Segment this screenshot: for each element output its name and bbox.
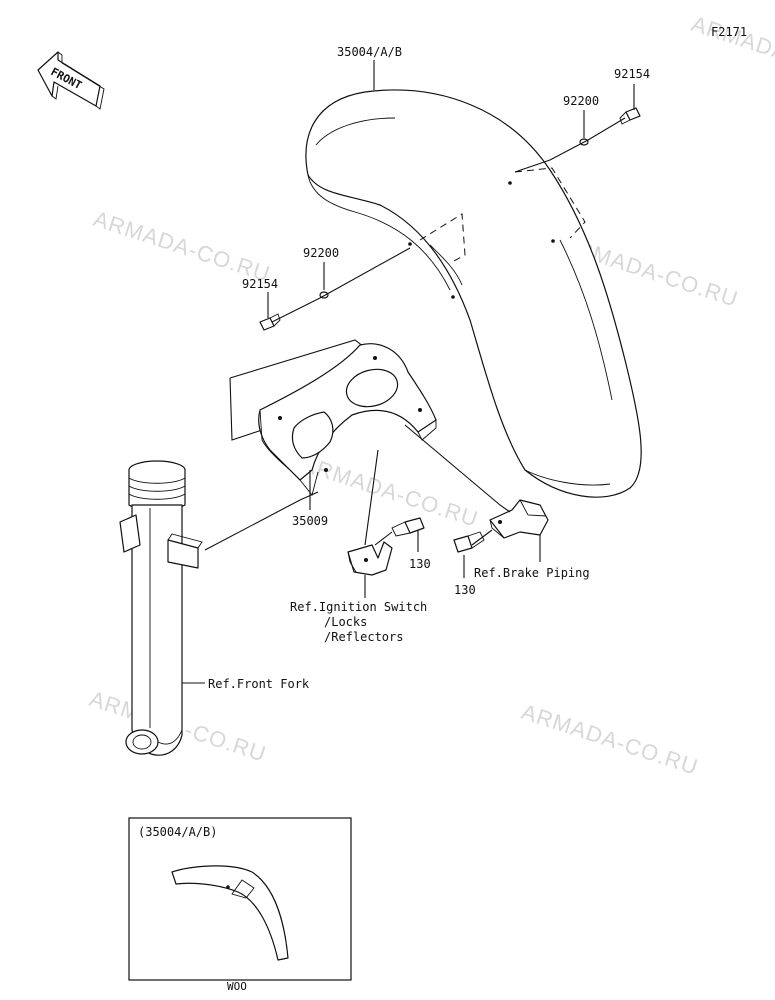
assembly-line (471, 529, 493, 546)
ref-ignition-switch: Ref.Ignition Switch (290, 600, 427, 614)
part-label-130-lower: 130 (454, 583, 476, 597)
assembly-line (204, 491, 319, 551)
inset-title: (35004/A/B) (138, 825, 217, 839)
assembly-line (364, 449, 379, 546)
variant-inset: (35004/A/B) WOO (128, 817, 352, 993)
part-label-92154-right: 92154 (614, 67, 650, 81)
part-label-35009: 35009 (292, 514, 328, 528)
part-label-92154-left: 92154 (242, 277, 278, 291)
ref-reflectors: /Reflectors (324, 630, 403, 644)
guide-line (419, 213, 466, 263)
watermark: ARMADA-CO.RU (90, 206, 273, 287)
assembly-line (514, 117, 626, 173)
part-label-92200-left: 92200 (303, 246, 339, 260)
ref-brake-piping: Ref.Brake Piping (474, 566, 590, 580)
figure-code: F2171 (711, 25, 747, 39)
inset-caption: WOO (227, 980, 247, 993)
assembly-line (404, 424, 511, 513)
assembly-line (271, 247, 411, 323)
ref-front-fork: Ref.Front Fork (208, 677, 310, 691)
bolt-130-center (391, 517, 425, 537)
fender-bracket (229, 339, 437, 496)
ref-locks: /Locks (324, 615, 367, 629)
guide-line (514, 167, 586, 239)
inset-fender (171, 865, 289, 961)
bolt-130-lower (453, 531, 485, 553)
front-fork (119, 460, 203, 756)
watermark: ARMADA-CO.RU (518, 699, 701, 780)
part-label-35004: 35004/A/B (337, 45, 402, 59)
part-label-92200-right: 92200 (563, 94, 599, 108)
front-arrow-icon: FRONT (37, 51, 105, 110)
brake-piping-clamp (489, 499, 549, 539)
watermark: ARMADA-CO.RU (688, 11, 775, 92)
assembly-line (374, 531, 393, 546)
front-fender (305, 89, 642, 498)
part-label-130-center: 130 (409, 557, 431, 571)
ignition-bracket (347, 541, 393, 576)
bolt-92154-left (259, 313, 281, 331)
bolt-92154-right (619, 107, 641, 125)
